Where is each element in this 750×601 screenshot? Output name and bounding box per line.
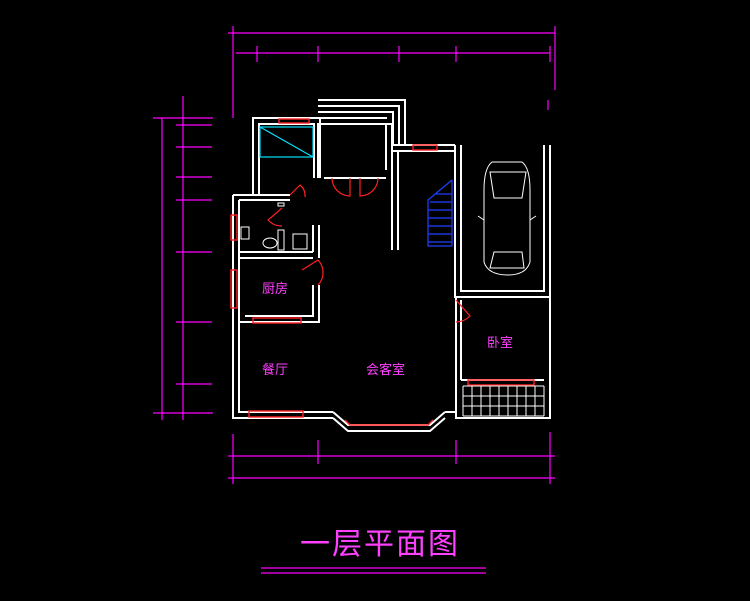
room-label-bedroom: 卧室 (487, 335, 513, 351)
bath-fixtures (240, 126, 314, 251)
drawing-title: 一层平面图 (300, 527, 460, 562)
stair (427, 179, 453, 247)
room-label-living: 会客室 (366, 362, 405, 378)
doors (267, 177, 471, 323)
windows (230, 118, 535, 426)
room-label-dining: 餐厅 (262, 362, 288, 378)
dimension-lines (153, 26, 556, 484)
car-icon (477, 161, 537, 276)
floor-grid (462, 385, 545, 417)
walls (232, 99, 551, 432)
room-label-kitchen: 厨房 (262, 281, 288, 297)
